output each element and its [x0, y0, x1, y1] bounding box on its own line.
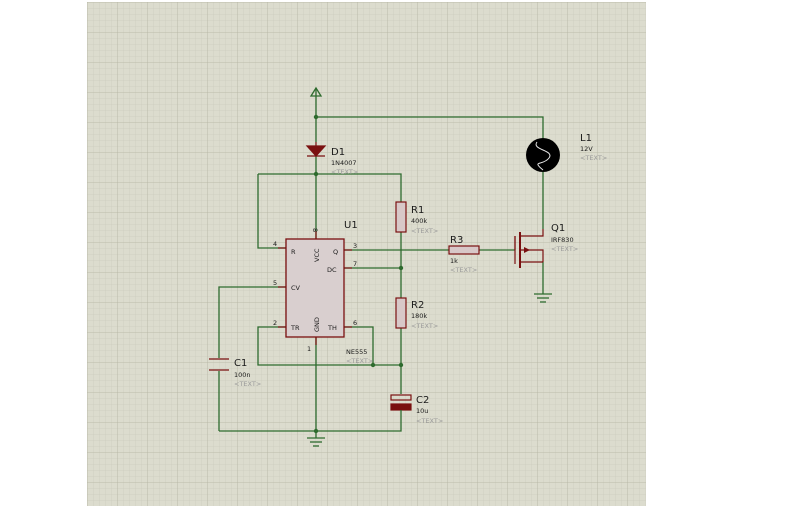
u1-pin-number-1: 1	[307, 345, 311, 353]
d1-value: 1N4007	[331, 159, 357, 167]
r3-text: <TEXT>	[450, 266, 477, 274]
u1-pin-number-5: 5	[273, 279, 277, 287]
d1-ref: D1	[331, 147, 345, 158]
u1-ref: U1	[344, 220, 358, 231]
u1-pin-vcc-label: VCC	[313, 248, 321, 262]
mosfet-q1[interactable]: Q1 IRF830 <TEXT>	[514, 223, 578, 268]
c2-text: <TEXT>	[416, 417, 443, 425]
r1-text: <TEXT>	[411, 227, 438, 235]
r2-ref: R2	[411, 300, 424, 311]
r2-text: <TEXT>	[411, 322, 438, 330]
r1-value: 400k	[411, 217, 427, 225]
c1-text: <TEXT>	[234, 380, 261, 388]
c2-ref: C2	[416, 395, 429, 406]
u1-pin-number-6: 6	[353, 319, 357, 327]
u1-pin-gnd-label: GND	[313, 317, 321, 332]
junctions	[313, 114, 404, 434]
u1-pin-number-2: 2	[273, 319, 277, 327]
ground-icon	[534, 293, 552, 303]
lamp-l1[interactable]: L1 12V <TEXT>	[526, 133, 607, 172]
u1-pin-cv-label: CV	[291, 284, 301, 292]
ic-u1[interactable]: U1 NE555 <TEXT> R CV TR Q DC TH VCC GND …	[273, 220, 373, 365]
resistor-r3[interactable]: R3 1k <TEXT>	[448, 235, 480, 274]
resistor-r2[interactable]: R2 180k <TEXT>	[395, 297, 438, 330]
r3-value: 1k	[450, 257, 458, 265]
c1-value: 100n	[234, 371, 251, 379]
u1-text: <TEXT>	[346, 357, 373, 365]
q1-ref: Q1	[551, 223, 565, 234]
q1-value: IRF830	[551, 236, 574, 244]
u1-pin-number-3: 3	[353, 242, 357, 250]
wires	[218, 97, 544, 438]
u1-pin-number-4: 4	[273, 240, 277, 248]
capacitor-c2[interactable]: C2 10u <TEXT>	[390, 394, 443, 425]
u1-pin-q-label: Q	[333, 248, 338, 256]
r1-ref: R1	[411, 205, 424, 216]
u1-pin-dc-label: DC	[327, 266, 337, 274]
power-terminal-icon[interactable]	[309, 86, 323, 97]
d1-text: <TEXT>	[331, 168, 358, 176]
l1-text: <TEXT>	[580, 154, 607, 162]
u1-value: NE555	[346, 348, 367, 356]
c2-value: 10u	[416, 407, 428, 415]
r3-ref: R3	[450, 235, 463, 246]
u1-pin-number-8: 8	[311, 228, 319, 232]
l1-value: 12V	[580, 145, 593, 153]
capacitor-c1[interactable]: C1 100n <TEXT>	[209, 358, 261, 388]
q1-text: <TEXT>	[551, 245, 578, 253]
u1-pin-tr-label: TR	[290, 324, 300, 332]
r2-value: 180k	[411, 312, 427, 320]
diode-d1[interactable]: D1 1N4007 <TEXT>	[305, 142, 358, 176]
u1-pin-th-label: TH	[327, 324, 337, 332]
u1-pin-number-7: 7	[353, 260, 357, 268]
l1-ref: L1	[580, 133, 592, 144]
grid-pattern	[87, 2, 646, 506]
resistor-r1[interactable]: R1 400k <TEXT>	[395, 201, 438, 235]
c1-ref: C1	[234, 358, 247, 369]
u1-pin-r-label: R	[291, 248, 296, 256]
ground-icon	[307, 437, 325, 447]
